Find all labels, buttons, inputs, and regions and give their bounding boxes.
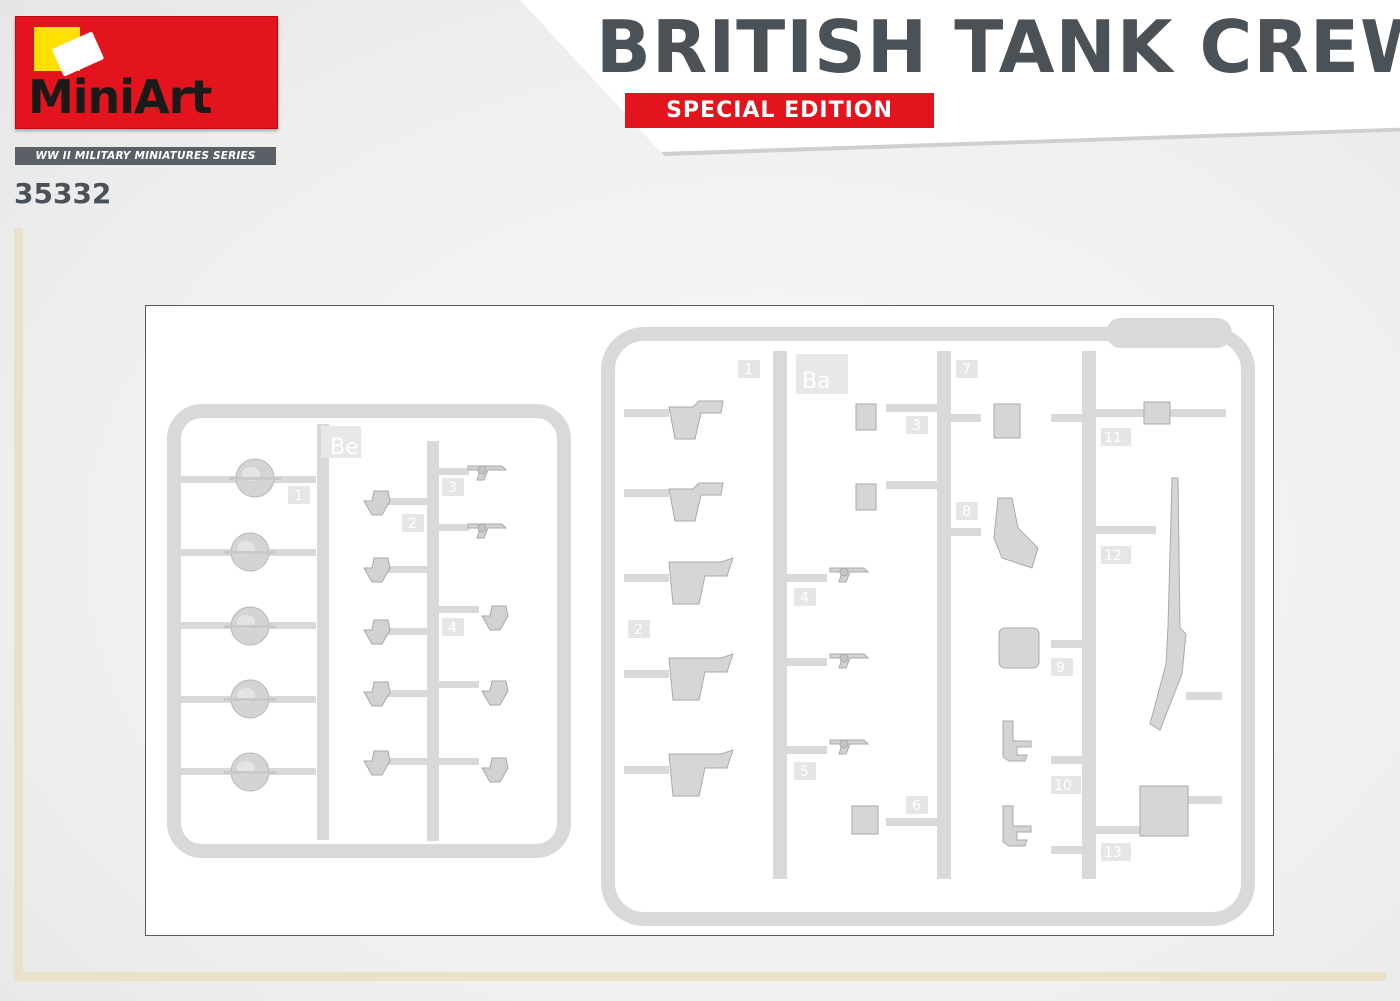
left-part-number-1: 1 [294,488,303,504]
right-part-number-10: 10 [1054,778,1072,794]
right-part-number-9: 9 [1056,660,1065,676]
right-part-number-4: 4 [800,590,809,606]
left-part-number-2: 2 [408,516,417,532]
left-part-number-4: 4 [448,620,457,636]
series-label: WW II MILITARY MINIATURES SERIES [15,147,276,165]
miniart-logo: MiniArt [15,16,278,129]
right-part-number-7: 7 [962,362,971,378]
right-part-number-11: 11 [1104,430,1122,446]
right-part-number-12: 12 [1104,548,1122,564]
sprue-drawing: Be 1 [167,318,1255,926]
left-part-number-3: 3 [448,480,457,496]
right-part-number-5: 5 [800,764,809,780]
right-part-number-8: 8 [962,504,971,520]
sprue-right-letter: Ba [802,369,831,394]
sprue-panel: Be 1 [145,305,1274,936]
frame-bottom-bar [14,972,1386,981]
frame-left-bar [14,228,23,978]
right-part-number-6: 6 [912,798,921,814]
edition-badge: SPECIAL EDITION [625,93,934,128]
right-part-number-3: 3 [912,418,921,434]
product-code: 35332 [14,177,112,210]
sprue-left: Be 1 [167,404,571,858]
product-title: BRITISH TANK CREW [596,5,1400,89]
logo-brand-text: MiniArt [28,70,212,124]
right-part-number-1: 1 [744,362,753,378]
right-part-number-2: 2 [634,622,643,638]
sprue-right: Ba 1 2 [601,318,1255,926]
sprue-left-letter: Be [330,435,359,460]
right-part-number-13: 13 [1104,845,1122,861]
